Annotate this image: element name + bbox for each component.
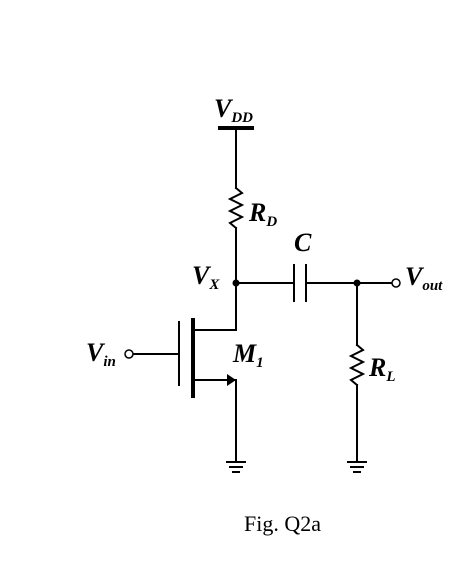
rl-label: RL bbox=[368, 353, 396, 385]
source-ground-symbol bbox=[226, 461, 246, 473]
vout-terminal bbox=[391, 278, 401, 288]
rl-resistor bbox=[348, 343, 366, 387]
vdd-label: VDD bbox=[214, 94, 253, 126]
mosfet-m1 bbox=[178, 318, 237, 463]
vin-label: Vin bbox=[86, 338, 116, 370]
rd-resistor bbox=[227, 186, 245, 230]
vout-label: Vout bbox=[405, 262, 443, 294]
rl-ground-symbol bbox=[347, 461, 367, 473]
vin-terminal bbox=[124, 349, 134, 359]
rd-label: RD bbox=[248, 198, 277, 230]
vx-label: VX bbox=[192, 261, 220, 293]
m1-label: M1 bbox=[232, 339, 264, 371]
figure-caption: Fig. Q2a bbox=[244, 511, 321, 536]
capacitor-label: C bbox=[294, 228, 312, 257]
